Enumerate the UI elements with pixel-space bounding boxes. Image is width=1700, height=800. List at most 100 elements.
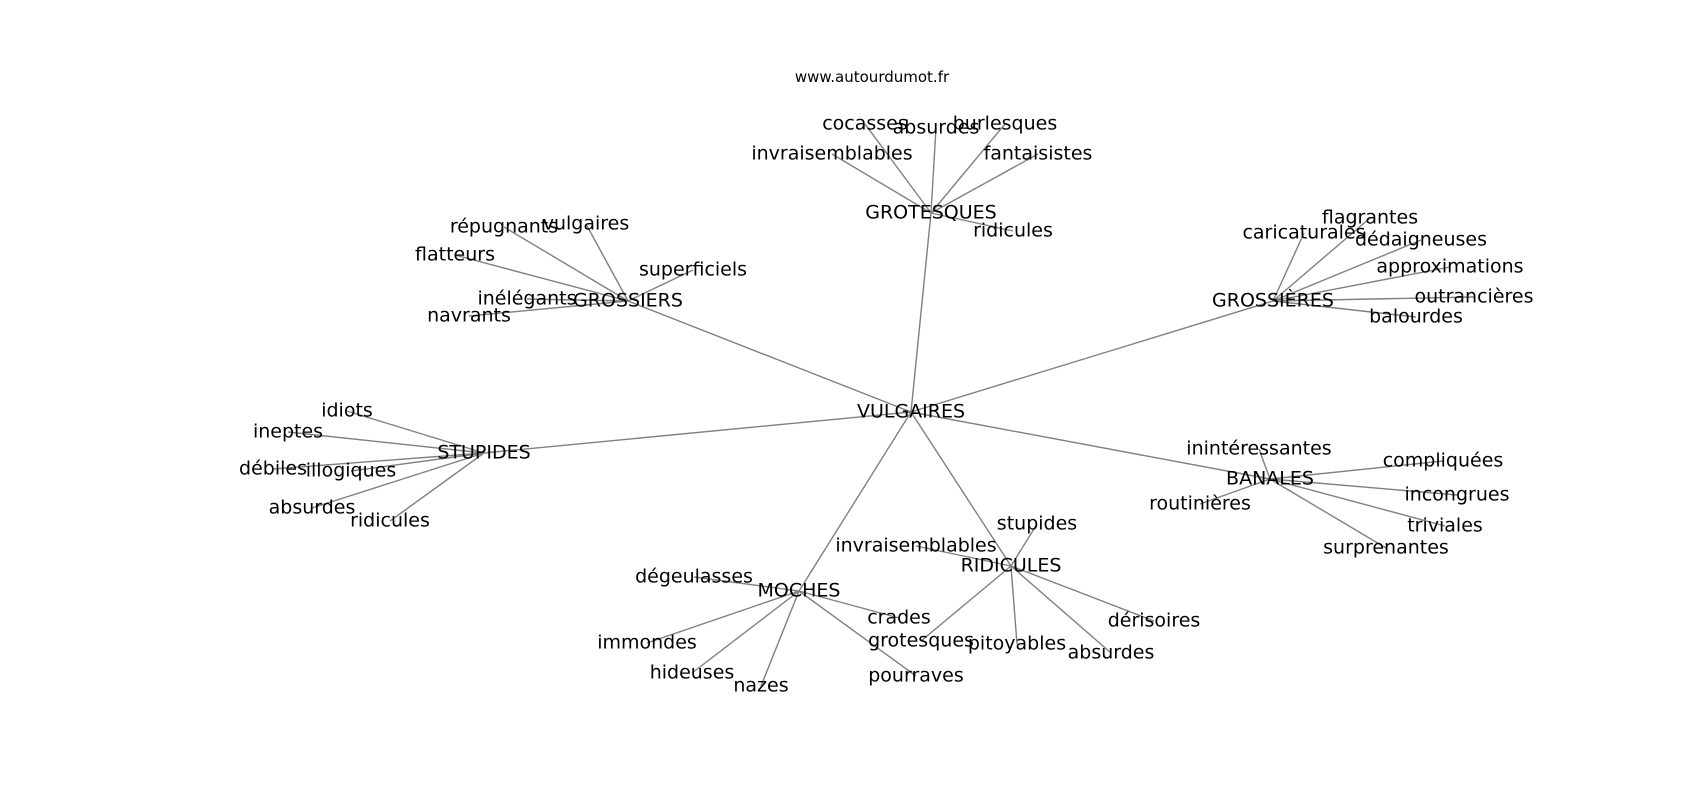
cluster-node[interactable]: STUPIDES [437, 442, 530, 464]
word-node[interactable]: invraisemblables [751, 143, 912, 165]
cluster-node[interactable]: GROTESQUES [865, 202, 996, 224]
edge-moches-4 [760, 590, 800, 687]
edge-grotesques-3 [831, 153, 932, 214]
word-node[interactable]: idiots [321, 400, 373, 422]
edge-center-stupides [483, 411, 912, 454]
edge-center-banales [910, 411, 1271, 480]
edge-ridicules-1 [915, 545, 1012, 567]
word-node[interactable]: inintéressantes [1186, 438, 1331, 460]
edge-banales-4 [1269, 478, 1446, 527]
edge-moches-1 [798, 590, 900, 619]
word-node[interactable]: dédaigneuses [1355, 229, 1487, 251]
edge-moches-5 [798, 590, 917, 677]
word-node[interactable]: vulgaires [543, 213, 630, 235]
edge-ridicules-2 [1010, 565, 1155, 622]
edge-stupides-5 [389, 452, 485, 522]
edge-grotesques-2 [930, 123, 1006, 214]
cluster-node[interactable]: RIDICULES [961, 555, 1062, 577]
word-node[interactable]: absurdes [1068, 642, 1155, 664]
site-url[interactable]: www.autourdumot.fr [795, 68, 950, 86]
word-node[interactable]: débiles [239, 458, 307, 480]
edge-grossiers-3 [627, 269, 694, 302]
edge-grotesques-5 [930, 212, 1014, 232]
word-node[interactable]: dérisoires [1108, 610, 1201, 632]
word-node[interactable]: dégeulasses [635, 566, 753, 588]
word-node[interactable]: nazes [733, 675, 788, 697]
edge-ridicules-3 [920, 565, 1012, 642]
edge-center-grossières [910, 300, 1274, 413]
cluster-node[interactable]: GROSSIÈRES [1212, 289, 1334, 312]
word-node[interactable]: routinières [1149, 493, 1251, 515]
word-node[interactable]: outrancières [1414, 286, 1533, 308]
word-node[interactable]: flagrantes [1322, 207, 1418, 229]
word-node[interactable]: superficiels [639, 259, 747, 281]
word-node[interactable]: stupides [997, 513, 1077, 535]
word-node[interactable]: illogiques [306, 460, 397, 482]
edge-stupides-4 [311, 452, 485, 509]
edge-grossiers-0 [503, 226, 629, 302]
edge-banales-3 [1269, 478, 1458, 496]
edge-moches-2 [646, 590, 800, 644]
graph-edges [272, 123, 1475, 687]
edge-grossières-4 [1272, 296, 1475, 302]
edge-moches-3 [691, 590, 800, 674]
word-node[interactable]: flatteurs [415, 244, 495, 266]
edge-banales-5 [1269, 478, 1387, 549]
word-node[interactable]: crades [867, 607, 931, 629]
edge-banales-2 [1199, 478, 1271, 505]
edge-grotesques-1 [930, 127, 937, 214]
word-node[interactable]: cocasses [822, 113, 908, 135]
edge-banales-1 [1269, 460, 1444, 480]
edge-moches-0 [693, 576, 800, 592]
word-node[interactable]: pourraves [868, 665, 964, 687]
word-node[interactable]: approximations [1376, 256, 1523, 278]
word-node[interactable]: absurdes [269, 497, 356, 519]
edge-center-grossiers [627, 300, 912, 413]
word-node[interactable]: caricaturales [1242, 222, 1365, 244]
edge-ridicules-4 [1010, 565, 1018, 645]
edge-grossières-5 [1272, 300, 1417, 318]
word-node[interactable]: navrants [427, 305, 511, 327]
word-node[interactable]: ineptes [253, 421, 323, 443]
word-node[interactable]: absurdes [893, 117, 980, 139]
word-node[interactable]: pitoyables [968, 633, 1066, 655]
edge-grossières-3 [1272, 266, 1451, 302]
edge-ridicules-5 [1010, 565, 1112, 654]
edge-grossières-0 [1272, 232, 1305, 302]
edge-stupides-0 [346, 410, 485, 454]
edge-grotesques-4 [930, 153, 1039, 214]
graph-labels: www.autourdumot.fr GROTESQUEScocassesabs… [239, 68, 1533, 697]
edge-grossières-1 [1272, 217, 1371, 302]
edge-stupides-1 [287, 431, 485, 454]
word-node[interactable]: surprenantes [1323, 537, 1449, 559]
edge-stupides-2 [272, 452, 485, 470]
word-node[interactable]: inélégants [477, 288, 576, 310]
edge-grossières-2 [1272, 239, 1422, 302]
word-node[interactable]: invraisemblables [835, 535, 996, 557]
edge-center-ridicules [910, 411, 1012, 567]
word-node[interactable]: incongrues [1405, 484, 1510, 506]
word-node[interactable]: ridicules [973, 220, 1053, 242]
word-node[interactable]: immondes [597, 632, 697, 654]
word-node[interactable]: compliquées [1383, 450, 1504, 472]
edge-banales-0 [1258, 448, 1271, 480]
edge-center-grotesques [910, 212, 932, 413]
cluster-node[interactable]: GROSSIERS [573, 290, 683, 312]
word-node[interactable]: burlesques [953, 113, 1057, 135]
edge-stupides-3 [350, 452, 485, 472]
word-node[interactable]: hideuses [650, 662, 735, 684]
word-node[interactable]: fantaisistes [984, 143, 1093, 165]
cluster-node[interactable]: BANALES [1226, 468, 1314, 490]
word-node[interactable]: ridicules [350, 510, 430, 532]
edge-center-moches [798, 411, 912, 592]
word-node[interactable]: triviales [1407, 515, 1483, 537]
edge-grossiers-2 [454, 254, 629, 302]
word-node[interactable]: grotesques [868, 630, 974, 652]
center-node[interactable]: VULGAIRES [857, 401, 965, 423]
edge-ridicules-0 [1010, 523, 1038, 567]
cluster-node[interactable]: MOCHES [758, 580, 841, 602]
edge-grossiers-4 [526, 298, 629, 302]
word-node[interactable]: balourdes [1369, 306, 1463, 328]
word-node[interactable]: répugnants [450, 216, 558, 238]
